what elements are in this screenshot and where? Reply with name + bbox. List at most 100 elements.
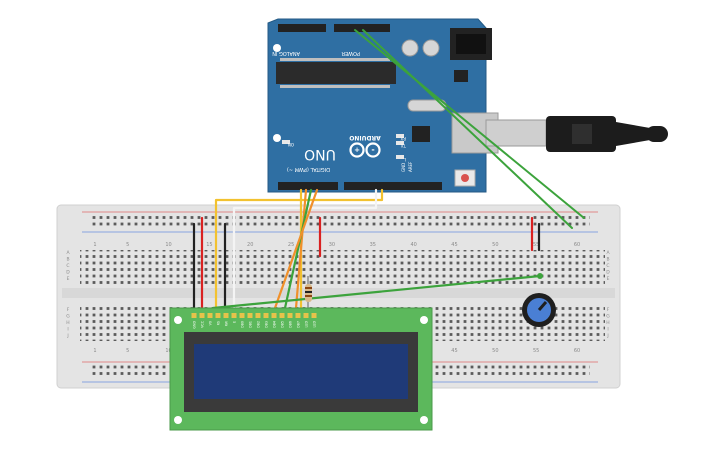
lcd-pin	[215, 313, 221, 318]
wires	[192, 29, 585, 310]
lcd-pin	[207, 313, 213, 318]
crystal	[407, 99, 447, 112]
digital-header-high	[344, 182, 442, 190]
arduino-logo: + -	[349, 142, 381, 158]
wire-contrast	[211, 274, 542, 310]
row-letter: G	[66, 314, 70, 320]
svg-text:-: -	[371, 145, 374, 154]
column-number: 40	[410, 242, 416, 248]
lcd-pin-label: DB4	[273, 321, 277, 328]
column-number: 10	[165, 242, 171, 248]
column-number: 45	[451, 242, 457, 248]
analog-in-label: ANALOG IN	[272, 50, 300, 56]
row-letter: I	[607, 327, 608, 333]
potentiometer[interactable]	[522, 273, 556, 327]
mounting-hole	[174, 316, 182, 324]
column-number: 25	[288, 242, 294, 248]
lcd-pin-label: RS	[217, 321, 221, 325]
column-number: 5	[126, 348, 129, 354]
row-letter: E	[607, 276, 610, 282]
row-letter: G	[606, 314, 610, 320]
digital-header-low	[278, 182, 338, 190]
lcd-pin	[271, 313, 277, 318]
analog-header	[278, 24, 326, 32]
mounting-hole	[273, 44, 281, 52]
row-letter: F	[67, 307, 70, 313]
lcd-pin	[255, 313, 261, 318]
column-number: 50	[492, 242, 498, 248]
resistor	[305, 276, 312, 312]
tx-led	[396, 141, 404, 145]
svg-text:+: +	[354, 146, 360, 154]
lcd-pin	[279, 313, 285, 318]
mounting-hole	[273, 134, 281, 142]
wire-rs	[214, 188, 384, 310]
model-label: UNO	[304, 146, 336, 162]
column-number: 50	[492, 348, 498, 354]
microcontroller-chip	[276, 62, 396, 84]
power-header	[334, 24, 390, 32]
column-number: 60	[574, 242, 580, 248]
terminal-strip-top	[80, 250, 605, 284]
column-number: 15	[206, 242, 212, 248]
row-letter: J	[606, 333, 608, 339]
lcd-pin	[231, 313, 237, 318]
usb-chip	[412, 126, 430, 142]
column-number: 30	[329, 242, 335, 248]
row-letter: A	[606, 250, 610, 256]
wire-gnd	[362, 29, 573, 229]
lcd-pin-label: VCC	[201, 320, 205, 328]
digital-label: DIGITAL (PWM ~)	[287, 166, 330, 172]
lcd-pin-label: DB2	[257, 321, 261, 328]
l-led	[396, 155, 404, 159]
l-label: L	[403, 157, 406, 162]
on-led	[282, 140, 290, 144]
lcd-pin-label: DB5	[281, 321, 285, 328]
row-letter: H	[606, 320, 609, 326]
mounting-hole	[420, 316, 428, 324]
tx-label: TX	[401, 143, 407, 148]
lcd-pin-label: LED	[305, 321, 309, 328]
lcd-pin	[239, 313, 245, 318]
row-letter: A	[66, 250, 70, 256]
lcd-screen	[194, 344, 408, 399]
lcd-pin-label: E	[233, 321, 237, 323]
capacitor	[422, 39, 440, 57]
row-letter: H	[66, 320, 69, 326]
row-letter: E	[67, 276, 70, 282]
lcd-pin	[223, 313, 229, 318]
column-number: 55	[533, 242, 539, 248]
row-letter: I	[67, 327, 68, 333]
lcd-pin	[199, 313, 205, 318]
reset-button-cap	[461, 174, 469, 182]
power-label: POWER	[341, 50, 360, 56]
row-letter: C	[606, 263, 609, 269]
rx-led	[396, 134, 404, 138]
lcd-pin-label: DB1	[249, 321, 253, 328]
lcd-pin-label: DB6	[289, 321, 293, 328]
column-number: 60	[574, 348, 580, 354]
lcd-pin-label: DB0	[241, 321, 245, 328]
wire-db7	[273, 188, 319, 310]
column-number: 55	[533, 348, 539, 354]
gnd-label: GND	[401, 163, 406, 172]
row-letter: B	[66, 257, 69, 263]
lcd-pin	[263, 313, 269, 318]
column-number: 20	[247, 242, 253, 248]
regulator	[454, 70, 468, 82]
column-number: 45	[451, 348, 457, 354]
lcd-pin	[247, 313, 253, 318]
lcd-pin-label: DB7	[297, 321, 301, 328]
center-channel	[62, 288, 615, 298]
aref-label: AREF	[408, 161, 413, 172]
row-letter: J	[66, 333, 68, 339]
lcd-pin	[303, 313, 309, 318]
capacitor	[401, 39, 419, 57]
lcd-pin-label: V0	[209, 321, 213, 325]
lcd-pin	[295, 313, 301, 318]
lcd-pin-label: DB3	[265, 321, 269, 328]
